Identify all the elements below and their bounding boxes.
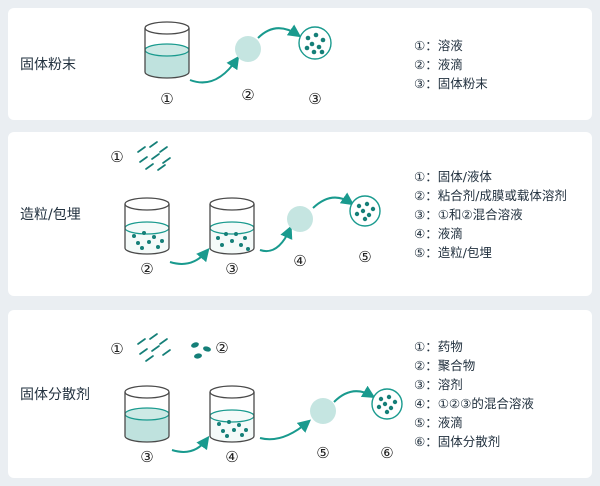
legend-line: ③：溶剂 [414, 377, 463, 392]
droplet-icon [235, 36, 261, 62]
legend-line: ②：粘合剂/成膜或载体溶剂 [414, 187, 567, 203]
step-number: ⑤ [358, 248, 371, 266]
step-number: ② [241, 86, 254, 104]
drug-particles-icon [137, 333, 171, 362]
legend-granulation: ①：固体/液体 ②：粘合剂/成膜或载体溶剂 ③：①和②混合溶液 ④：液滴 ⑤：造… [414, 167, 592, 262]
legend-line: ⑤：液滴 [414, 415, 463, 430]
legend-line: ②：聚合物 [414, 358, 476, 373]
legend-solid-dispersion: ①：药物 ②：聚合物 ③：溶剂 ④：①②③的混合溶液 ⑤：液滴 ⑥：固体分散剂 [414, 337, 592, 451]
step-number: ② [215, 339, 228, 357]
legend-line: ③：固体粉末 [414, 75, 488, 91]
legend-line: ⑥：固体分散剂 [414, 434, 501, 449]
step-number: ④ [293, 252, 306, 270]
arrow-icon [169, 248, 210, 265]
powder-particle-icon [298, 26, 332, 60]
arrow-icon [333, 385, 376, 403]
step-number: ③ [225, 260, 238, 278]
legend-line: ①：溶液 [414, 37, 463, 53]
legend-line: ⑤：造粒/包埋 [414, 244, 492, 260]
step-number: ① [110, 148, 123, 166]
legend-line: ①：固体/液体 [414, 168, 492, 184]
dispersion-particle-icon [371, 388, 403, 420]
diagram-solid-powder: ① ② ③ [100, 8, 414, 120]
arrow-icon [259, 225, 293, 252]
panel-granulation: 造粒/包埋 ① [8, 132, 592, 296]
legend-line: ③：①和②混合溶液 [414, 206, 523, 222]
legend-line: ④：①②③的混合溶液 [414, 396, 534, 411]
droplet-icon [310, 398, 336, 424]
step-number: ⑥ [380, 444, 393, 462]
solid-particles-icon [137, 141, 171, 171]
arrow-icon [257, 24, 302, 39]
solid-powder-svg: ① ② ③ [144, 21, 332, 108]
diagram-granulation: ① [100, 132, 414, 296]
arrow-icon [312, 192, 355, 209]
beaker-solvent-icon [124, 385, 170, 443]
panel-solid-powder: 固体粉末 [8, 8, 592, 120]
step-number: ② [140, 260, 153, 278]
panel-title-solid-powder: 固体粉末 [20, 57, 76, 73]
step-number: ③ [308, 90, 321, 108]
legend-solid-powder: ①：溶液 ②：液滴 ③：固体粉末 [414, 36, 592, 93]
legend-line: ①：药物 [414, 339, 463, 354]
step-number: ⑤ [316, 444, 329, 462]
panel-title-solid-dispersion: 固体分散剂 [20, 387, 90, 403]
droplet-icon [287, 206, 313, 232]
step-number: ① [110, 340, 123, 358]
step-number: ① [160, 90, 173, 108]
solid-dispersion-svg: ① ② [110, 333, 403, 466]
polymer-blobs-icon [191, 342, 211, 359]
beaker-solution-icon [144, 21, 190, 79]
legend-line: ②：液滴 [414, 56, 463, 72]
panel-solid-dispersion: 固体分散剂 ① [8, 310, 592, 478]
arrow-icon [259, 419, 311, 441]
beaker-mixture-icon [209, 197, 255, 255]
arrow-icon [189, 55, 240, 84]
beaker-binder-icon [124, 197, 170, 255]
step-number: ③ [140, 448, 153, 466]
arrow-icon [171, 435, 210, 453]
granulation-svg: ① [110, 141, 381, 278]
beaker-mixed-solution-icon [209, 385, 255, 443]
panel-title-granulation: 造粒/包埋 [20, 207, 81, 223]
legend-line: ④：液滴 [414, 225, 463, 241]
step-number: ④ [225, 448, 238, 466]
diagram-solid-dispersion: ① ② [100, 310, 414, 478]
granule-particle-icon [349, 195, 381, 227]
